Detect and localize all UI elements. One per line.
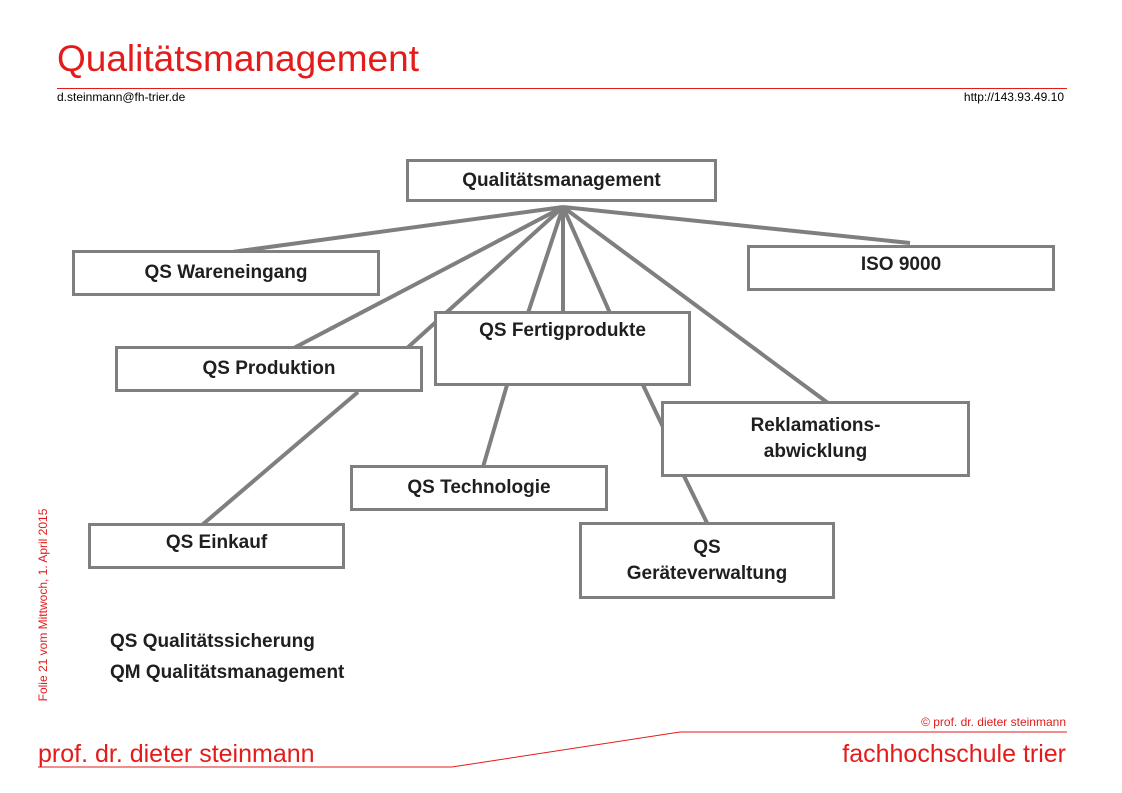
node-qs-geraeteverwaltung: QS Geräteverwaltung [579, 522, 835, 599]
page-title: Qualitätsmanagement [57, 38, 419, 79]
node-qs-einkauf: QS Einkauf [88, 523, 345, 569]
author-url: http://143.93.49.10 [963, 90, 1064, 104]
legend-qs: QS Qualitätssicherung [110, 631, 315, 652]
connector-einkauf-lower [200, 390, 360, 527]
footer-institution: fachhochschule trier [842, 740, 1066, 768]
connector-iso [562, 205, 911, 245]
node-reklamationsabwicklung: Reklamations- abwicklung [661, 401, 970, 477]
node-qs-produktion: QS Produktion [115, 346, 423, 392]
footer-rule-slant [451, 731, 681, 768]
node-iso-9000: ISO 9000 [747, 245, 1055, 291]
connector-einkauf [403, 205, 565, 352]
connector-geraete-upper [641, 384, 665, 428]
connector-geraete-lower [681, 473, 710, 526]
connector-fertig-left [526, 206, 565, 314]
node-qualitaetsmanagement: Qualitätsmanagement [406, 159, 717, 202]
connector-produktion [289, 205, 564, 352]
connector-fertig-right [561, 206, 612, 314]
copyright-notice: © prof. dr. dieter steinmann [921, 715, 1066, 729]
footer-author: prof. dr. dieter steinmann [38, 740, 315, 768]
node-qs-technologie: QS Technologie [350, 465, 608, 511]
title-divider [57, 88, 1067, 89]
connector-wareneingang [224, 205, 564, 255]
connector-reklamation [561, 205, 830, 405]
connector-technologie [481, 384, 509, 468]
node-qs-fertigprodukte: QS Fertigprodukte [434, 311, 691, 386]
author-email: d.steinmann@fh-trier.de [57, 90, 186, 104]
legend-qm: QM Qualitätsmanagement [110, 662, 345, 683]
node-qs-wareneingang: QS Wareneingang [72, 250, 380, 296]
